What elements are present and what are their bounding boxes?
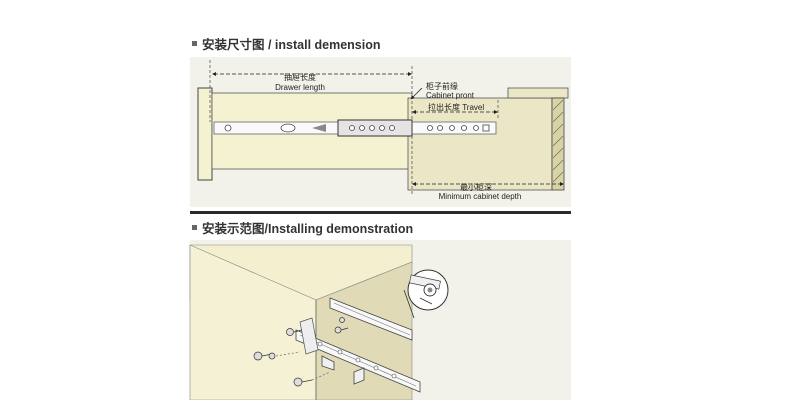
bullet-icon xyxy=(192,225,197,230)
cabinet-back-wall xyxy=(551,97,565,191)
travel-label: 拉出长度 Travel xyxy=(428,102,484,112)
installed-slide xyxy=(329,297,413,341)
dimension-section-title: 安装尺寸图 / install demension xyxy=(192,34,381,53)
drawer-slide xyxy=(295,329,421,393)
min-depth-label-en: Minimum cabinet depth xyxy=(439,192,522,201)
demo-diagram xyxy=(189,240,571,400)
screws xyxy=(253,317,349,387)
rail-latch xyxy=(312,124,326,132)
cabinet-front-pointer xyxy=(410,87,423,100)
cabinet-front-label-cn: 柜子前缘 xyxy=(426,81,458,91)
back-wall-hatch xyxy=(552,99,564,183)
dimension-title-text: 安装尺寸图 / install demension xyxy=(202,38,381,52)
demo-title-text: 安装示范图/Installing demonstration xyxy=(202,222,414,236)
min-depth-label-cn: 最小柜深 xyxy=(460,182,492,192)
drawer-length-label-cn: 抽屉长度 xyxy=(284,72,316,82)
dimension-diagram: 抽屉长度 Drawer length 柜子前缘 Cabinet pront 拉出… xyxy=(190,57,571,207)
section-divider xyxy=(190,211,571,214)
screw-guide-lines xyxy=(275,351,331,381)
loose-rail-piece xyxy=(299,317,319,355)
brackets xyxy=(321,355,365,385)
cabinet-side-panel xyxy=(189,244,317,400)
rail-holes xyxy=(224,123,490,133)
bullet-icon xyxy=(192,41,197,46)
drawer-length-label-en: Drawer length xyxy=(275,83,325,92)
demo-section-title: 安装示范图/Installing demonstration xyxy=(192,218,413,237)
cabinet-front-label-en: Cabinet pront xyxy=(426,91,475,100)
cabinet-top xyxy=(507,87,569,99)
detail-magnifier xyxy=(403,269,449,319)
